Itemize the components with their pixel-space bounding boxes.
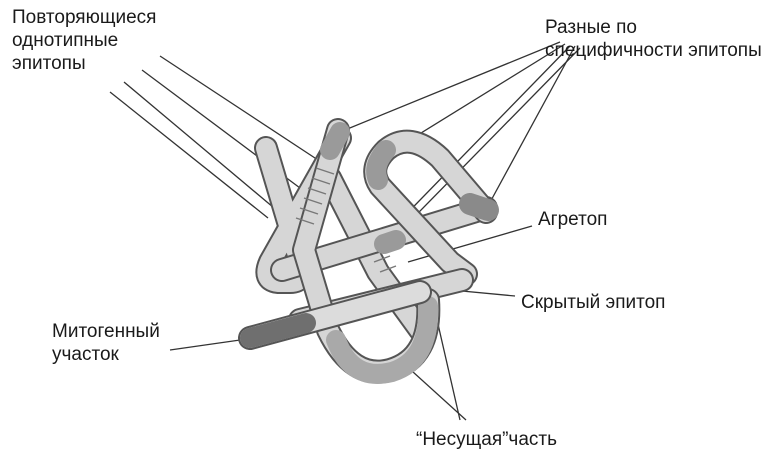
label-hidden-epitope: Скрытый эпитоп: [521, 291, 665, 314]
label-mitogenic-line-2: участок: [52, 343, 160, 366]
epitope-top-right-loop: [376, 150, 386, 180]
label-agretope: Агретоп: [538, 208, 607, 231]
label-different-epitopes: Разные по специфичности эпитопы: [545, 16, 762, 62]
label-mitogenic-site: Митогенный участок: [52, 320, 160, 366]
label-different-line-2: специфичности эпитопы: [545, 39, 762, 62]
leader-different-4: [488, 46, 575, 206]
epitope-right-end: [470, 204, 488, 210]
polypeptide-tube: [250, 130, 488, 374]
leader-repeated-1: [160, 56, 318, 160]
leader-different-2: [400, 44, 565, 146]
label-different-line-1: Разные по: [545, 16, 762, 39]
label-repeated-line-2: однотипные: [12, 29, 156, 52]
label-repeated-line-1: Повторяющиеся: [12, 6, 156, 29]
leader-different-1: [340, 42, 560, 132]
label-mitogenic-line-1: Митогенный: [52, 320, 160, 343]
label-repeated-epitopes: Повторяющиеся однотипные эпитопы: [12, 6, 156, 75]
label-repeated-line-3: эпитопы: [12, 52, 156, 75]
epitope-mid: [384, 240, 396, 244]
epitope-top-center: [330, 132, 340, 150]
label-carrier-part: “Несущая”часть: [416, 428, 557, 451]
